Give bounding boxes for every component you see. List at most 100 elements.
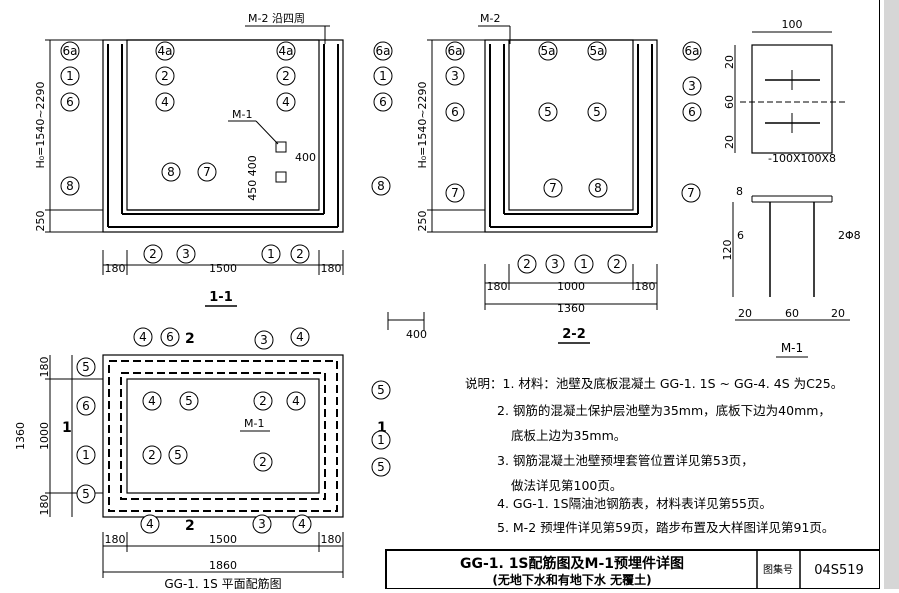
marker-6a-right-2: 6a: [682, 41, 702, 61]
marker-5-left-2: 5: [538, 102, 558, 122]
m1-detail-title: M-1: [781, 341, 803, 355]
svg-text:2: 2: [259, 455, 267, 469]
svg-text:4: 4: [298, 517, 306, 531]
svg-text:1: 1: [82, 448, 90, 462]
m1-dim-20c: 20: [738, 307, 752, 320]
svg-text:6a: 6a: [685, 44, 700, 58]
svg-text:3: 3: [551, 257, 559, 271]
dim-250: 250: [34, 211, 47, 232]
marker-3-bottom: 3: [176, 244, 196, 264]
svg-text:5: 5: [185, 394, 193, 408]
dim-180-right: 180: [321, 262, 342, 275]
plan-marker-3-bottom: 3: [252, 514, 272, 534]
dim-180-left-2: 180: [487, 280, 508, 293]
section-1-1-title: 1-1: [209, 290, 233, 305]
marker-7-mid-2: 7: [543, 178, 563, 198]
note-line-7: 5. M-2 预埋件详见第59页，踏步布置及大样图详见第91页。: [497, 520, 834, 535]
svg-text:1: 1: [580, 257, 588, 271]
plan-marker-4-top-right: 4: [290, 327, 310, 347]
title-block-subtitle: (无地下水和有地下水 无覆土): [492, 572, 651, 587]
marker-7-left-2: 7: [445, 183, 465, 203]
m1-dim-8: 8: [736, 185, 743, 198]
svg-text:1: 1: [379, 69, 387, 83]
drawing-sheet: M-2 沿四周 H₀=1540~2290 250 180 1500 180 M-…: [14, 0, 881, 591]
plan-m1-label: M-1: [244, 417, 264, 430]
marker-2-bottom-a-2: 2: [517, 254, 537, 274]
plan-marker-2-inner-bottom-left: 2: [142, 445, 162, 465]
svg-text:6: 6: [166, 330, 174, 344]
plan-rebar-inner: [120, 372, 326, 500]
svg-text:2: 2: [296, 247, 304, 261]
svg-text:6: 6: [82, 399, 90, 413]
marker-5a-left-2: 5a: [538, 41, 558, 61]
plan-inner: [126, 378, 320, 494]
note-line-4: 3. 钢筋混凝土池壁预埋套管位置详见第53页，: [497, 453, 754, 468]
plan-marker-1-left: 1: [76, 445, 96, 465]
tank-inner: [126, 39, 320, 211]
svg-text:1: 1: [267, 247, 275, 261]
height-range-label-2: H₀=1540~2290: [416, 81, 429, 168]
marker-6-left: 6: [60, 92, 80, 112]
m1-plate-spec: -100X100X8: [768, 152, 836, 165]
svg-text:2: 2: [259, 394, 267, 408]
plan-dim-1000: 1000: [38, 422, 51, 450]
marker-3-bottom-2: 3: [545, 254, 565, 274]
note-line-2: 2. 钢筋的混凝土保护层池壁为35mm，底板下边为40mm，: [497, 403, 831, 418]
svg-text:5: 5: [377, 383, 385, 397]
embed-m2-label: M-2 沿四周: [248, 12, 305, 25]
dim-180-right-2: 180: [635, 280, 656, 293]
plan-dim-1860: 1860: [209, 559, 237, 572]
svg-text:4a: 4a: [158, 44, 173, 58]
m1-callout-leader: [255, 120, 279, 145]
svg-text:3: 3: [258, 517, 266, 531]
svg-text:3: 3: [260, 333, 268, 347]
drawing-canvas: M-2 沿四周 H₀=1540~2290 250 180 1500 180 M-…: [14, 0, 881, 591]
plan-marker-5-right-top: 5: [371, 380, 391, 400]
plan-dim-180-right: 180: [321, 533, 342, 546]
section-cut-1-left: 1: [62, 420, 72, 436]
plan-title: GG-1. 1S 平面配筋图: [164, 576, 281, 589]
section-cut-1-right: 1: [377, 420, 387, 436]
m1-plate-lower: [275, 171, 287, 183]
plan-marker-4-bottom-right: 4: [292, 514, 312, 534]
m1-dim-20a: 20: [723, 55, 736, 69]
plan-dim-400: 400: [406, 328, 427, 341]
marker-2-left: 2: [155, 66, 175, 86]
m1-plate-upper: [275, 141, 287, 153]
m1-dim-20d: 20: [831, 307, 845, 320]
svg-text:6: 6: [451, 105, 459, 119]
dim-1360-2: 1360: [557, 302, 585, 315]
marker-5-right-2: 5: [587, 102, 607, 122]
svg-text:4: 4: [292, 394, 300, 408]
dim-1500: 1500: [209, 262, 237, 275]
plan-marker-5-inner-top: 5: [179, 391, 199, 411]
svg-text:2: 2: [149, 247, 157, 261]
section-1-1: M-2 沿四周 H₀=1540~2290 250 180 1500 180 M-…: [34, 12, 393, 307]
title-block-atlas-number: 04S519: [814, 563, 864, 578]
marker-6a-right: 6a: [373, 41, 393, 61]
plan-outer: [102, 354, 344, 518]
scrollbar-track[interactable]: [884, 0, 899, 589]
plan-dim-180-top: 180: [38, 357, 51, 378]
svg-text:8: 8: [66, 179, 74, 193]
marker-4-left: 4: [155, 92, 175, 112]
plan-rebar-outer: [108, 360, 338, 512]
dim-1000-2: 1000: [557, 280, 585, 293]
marker-8-mid-2: 8: [588, 178, 608, 198]
dim-180-left: 180: [105, 262, 126, 275]
m1-detail: 100 20 60 20 -100X100X8 8 6 2Φ8 120 20 6…: [721, 18, 861, 358]
svg-text:4: 4: [148, 394, 156, 408]
svg-text:4: 4: [161, 95, 169, 109]
notes-block: 说明：1. 材料：池壁及底板混凝土 GG-1. 1S ~ GG-4. 4S 为C…: [465, 376, 843, 535]
marker-1-bottom: 1: [261, 244, 281, 264]
marker-5a-right-2: 5a: [587, 41, 607, 61]
section-2-2-title: 2-2: [562, 327, 586, 342]
svg-text:1: 1: [66, 69, 74, 83]
svg-text:4: 4: [139, 330, 147, 344]
plan-dim-180-bottom: 180: [38, 495, 51, 516]
svg-text:7: 7: [687, 186, 695, 200]
plan-marker-4-inner-right: 4: [286, 391, 306, 411]
plan-marker-5-left-top: 5: [76, 357, 96, 377]
embed-m2-label-2: M-2: [480, 12, 500, 25]
plan-marker-1-right: 1: [371, 430, 391, 450]
